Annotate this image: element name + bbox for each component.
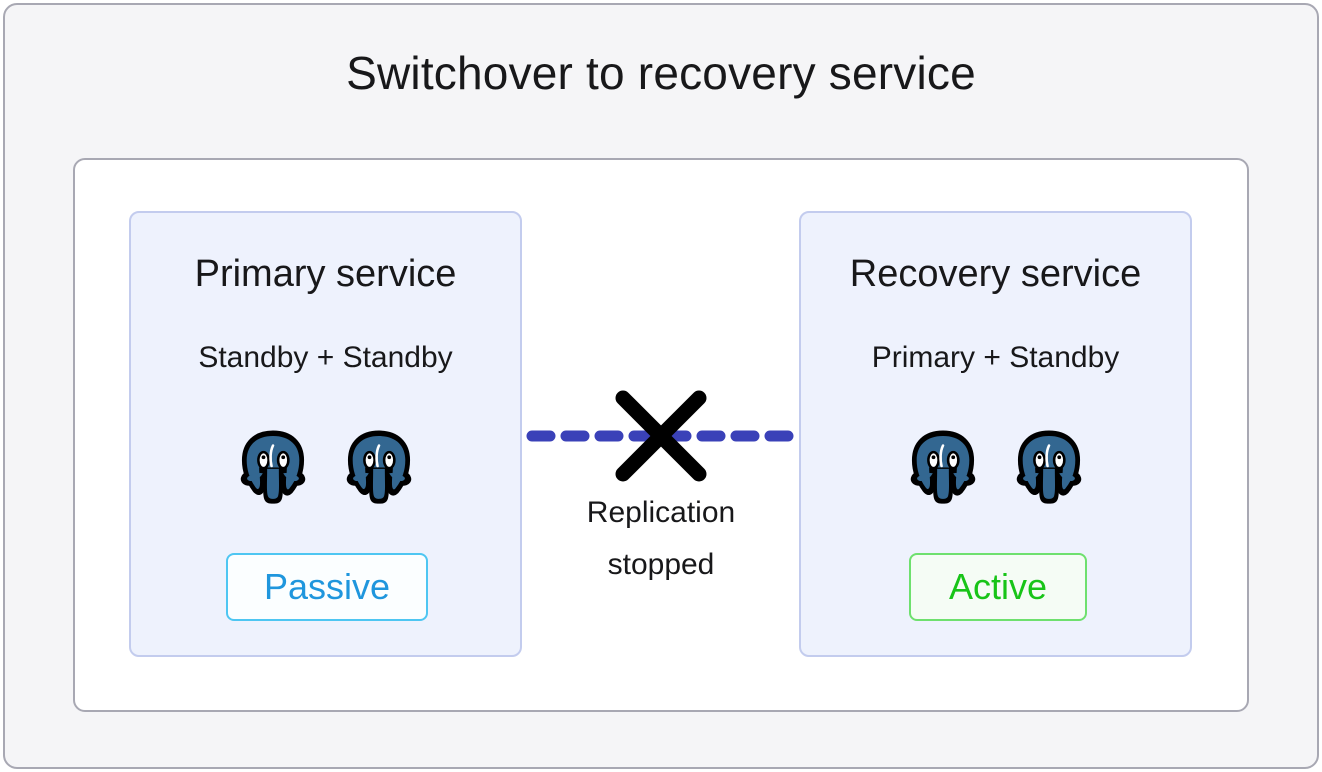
page-title: Switchover to recovery service: [346, 47, 976, 99]
service-panel-primary: Primary service Standby + Standby: [129, 211, 522, 657]
postgresql-elephant-icon: [346, 430, 411, 504]
service-panel-recovery: Recovery service Primary + Standby: [799, 211, 1192, 657]
node-row-recovery: [801, 428, 1190, 504]
postgresql-elephant-icon: [910, 430, 975, 504]
replication-line-group: [526, 390, 799, 482]
replication-caption: Replication stopped: [586, 496, 736, 581]
cross-icon: [615, 390, 707, 482]
postgresql-elephant-icon: [1016, 430, 1081, 504]
panel-title-primary: Primary service: [194, 253, 457, 295]
status-badge-active[interactable]: Active: [909, 553, 1087, 621]
status-badge-passive[interactable]: Passive: [226, 553, 428, 621]
postgresql-elephant-icon: [240, 430, 305, 504]
panel-subtitle-recovery: Primary + Standby: [871, 341, 1120, 374]
panel-subtitle-primary: Standby + Standby: [198, 341, 453, 374]
panel-title-recovery: Recovery service: [849, 253, 1142, 295]
replication-connector: Replication stopped: [521, 385, 801, 585]
node-row-primary: [131, 428, 520, 504]
